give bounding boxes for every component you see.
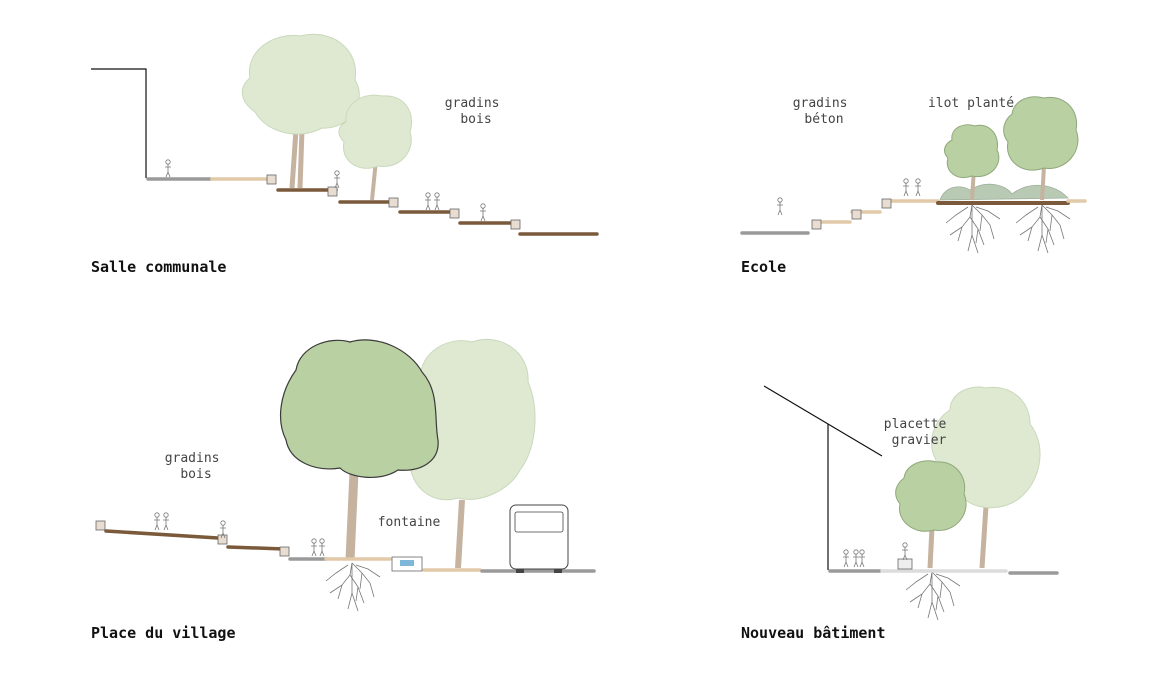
roots — [905, 571, 961, 621]
roots — [945, 204, 1001, 254]
person — [902, 178, 910, 197]
section-title: Place du village — [91, 624, 236, 642]
section-title: Salle communale — [91, 258, 226, 276]
tree-light-small — [338, 94, 412, 201]
person — [842, 549, 850, 568]
bus — [509, 504, 569, 573]
annotation-placette-gravier: placette gravier — [884, 417, 954, 448]
person — [858, 549, 866, 568]
section-place-du-village: gradins bois fontaine Place du village — [91, 338, 596, 642]
bench — [897, 558, 913, 570]
person-sitting — [333, 170, 341, 189]
tree-mid-large — [279, 339, 439, 561]
shrub-bed — [939, 183, 1069, 201]
tree-mid-2 — [1003, 96, 1079, 201]
section-title: Nouveau bâtiment — [741, 624, 886, 642]
section-nouveau-batiment: placette gravier Nouveau bâtiment — [741, 385, 1059, 642]
roots — [325, 562, 381, 612]
person — [914, 178, 922, 197]
fountain-water — [400, 560, 414, 566]
section-title: Ecole — [741, 258, 786, 276]
building-outline — [91, 68, 147, 178]
person — [318, 538, 326, 557]
section-ecole: gradins béton ilot planté Ecole — [740, 96, 1087, 276]
person-group — [433, 192, 441, 211]
annotation-gradins-bois: gradins bois — [445, 96, 508, 127]
person-sitting — [901, 542, 909, 561]
person-stroller — [164, 159, 172, 178]
tree-mid — [895, 460, 967, 569]
tree-mid-1 — [944, 124, 1000, 201]
section-salle-communale: gradins bois Salle communale — [91, 33, 599, 276]
person — [153, 512, 161, 531]
annotation-fontaine: fontaine — [378, 515, 441, 530]
building-outline — [763, 385, 883, 570]
tree-light-large — [241, 33, 360, 189]
annotation-ilot-plante: ilot planté — [928, 96, 1014, 111]
annotation-gradins-beton: gradins béton — [793, 96, 856, 127]
person — [776, 197, 784, 216]
person-cyclist — [479, 203, 487, 222]
person-group — [424, 192, 432, 211]
person — [162, 512, 170, 531]
annotation-gradins-bois: gradins bois — [165, 451, 228, 482]
person — [310, 538, 318, 557]
roots — [1015, 204, 1071, 254]
person — [852, 549, 860, 568]
